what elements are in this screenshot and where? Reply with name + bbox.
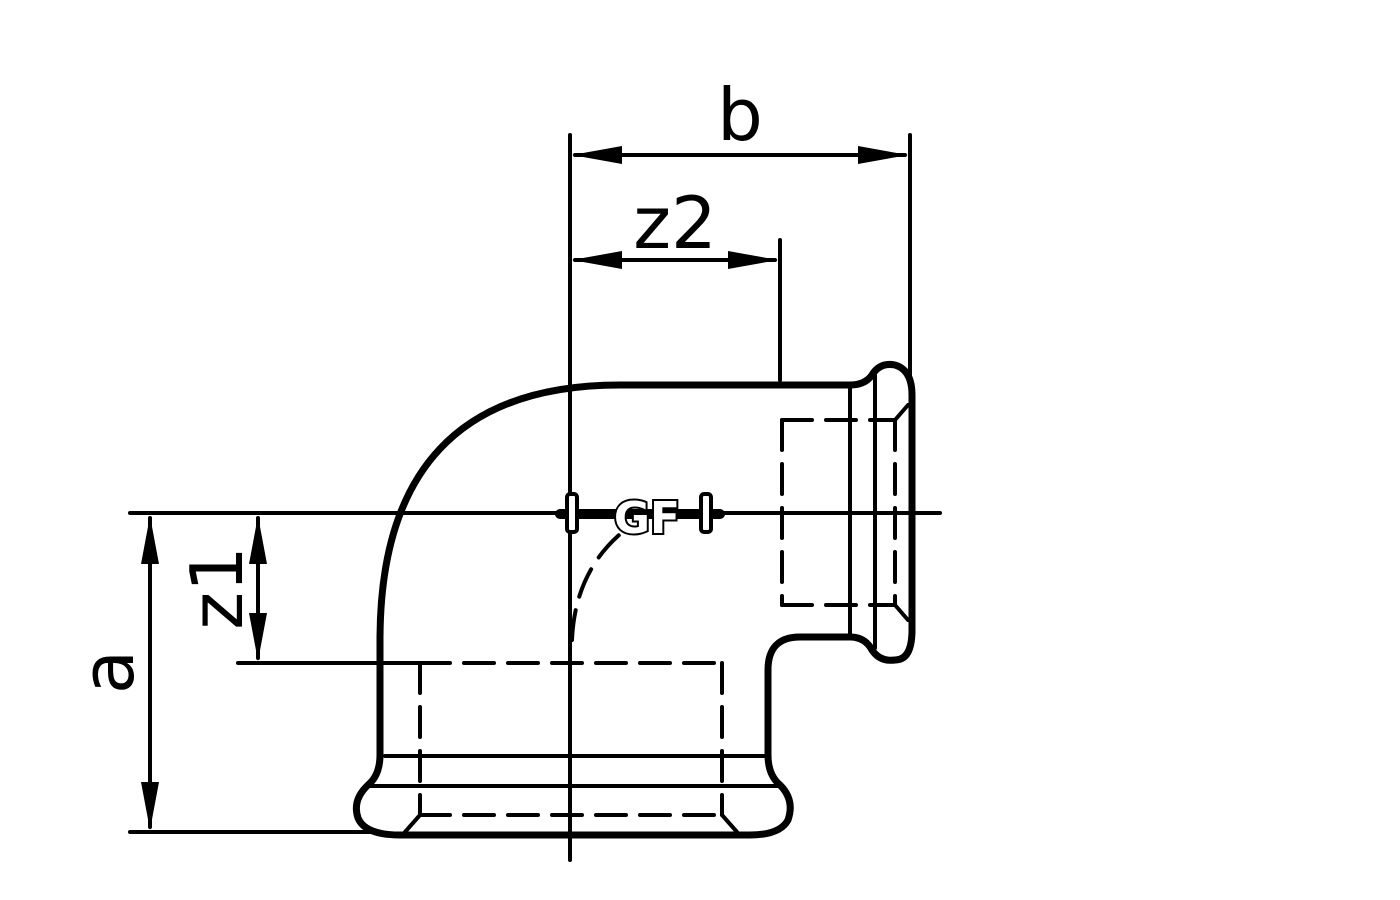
dimension-b: b — [568, 73, 912, 862]
arrowhead-up-icon — [249, 516, 267, 564]
fitting-outline — [352, 361, 916, 839]
logo-bar — [555, 509, 725, 519]
chamfer-left — [403, 813, 422, 834]
arrowhead-up-icon — [141, 516, 159, 564]
dimension-label-z1: z1 — [175, 546, 259, 630]
plus-right-icon — [699, 492, 713, 534]
dimension-label-z2: z2 — [633, 181, 717, 265]
chamfer-right — [720, 813, 739, 834]
chamfer-top — [893, 403, 910, 422]
arrowhead-left-icon — [572, 251, 622, 269]
arrowhead-down-icon — [141, 782, 159, 830]
plus-left-icon — [565, 492, 579, 534]
dimension-label-a: a — [66, 650, 150, 694]
logo-text: GF — [614, 493, 680, 544]
arrowhead-left-icon — [572, 146, 622, 164]
hidden-lines — [403, 403, 910, 834]
dimension-z1: z1 — [175, 516, 422, 665]
arrowhead-right-icon — [858, 146, 908, 164]
arrowhead-down-icon — [249, 613, 267, 661]
dimension-z2: z2 — [572, 181, 782, 382]
arrowhead-right-icon — [728, 251, 778, 269]
chamfer-bottom — [893, 603, 910, 622]
dimension-label-b: b — [717, 73, 763, 157]
dimension-a: a — [66, 511, 942, 834]
hidden-inner-bend — [570, 528, 627, 642]
gf-logo: GF — [555, 491, 725, 546]
elbow-body-outline — [352, 361, 916, 839]
